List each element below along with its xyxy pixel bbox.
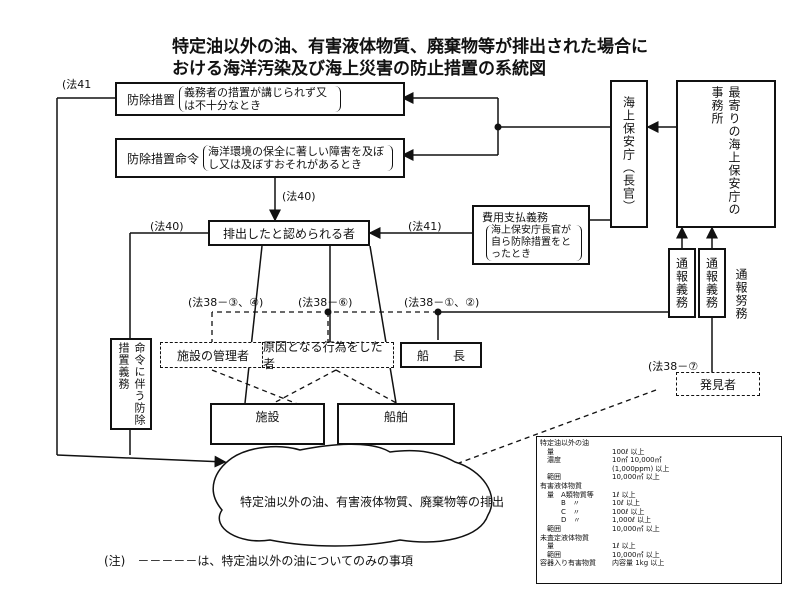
shisetsu-kanrisha-box: 施設の管理者 <box>160 342 266 368</box>
criteria-value: 1ℓ 以上 <box>612 490 636 499</box>
sencho-label: 船 長 <box>416 348 465 363</box>
criteria-value: 10,000㎡ 以上 <box>612 473 660 482</box>
haishutsu-sha-label: 排出したと認められる者 <box>222 226 355 241</box>
criteria-row: 特定油以外の油 <box>540 439 778 448</box>
criteria-value <box>612 439 778 448</box>
boshi-sochi-box: 防除措置 義務者の措置が講じられず又は不十分なとき <box>115 82 405 116</box>
haishutsu-sha-box: 排出したと認められる者 <box>208 220 370 246</box>
criteria-key: 濃度 <box>540 456 561 465</box>
criteria-value: 10,000㎡ 以上 <box>612 550 660 559</box>
criteria-value: 10,000㎡ 以上 <box>612 524 660 533</box>
law-label-38-7: (法38－⑦ <box>648 360 699 373</box>
law-label-40-mid: (法40) <box>282 190 316 203</box>
criteria-key: 範囲 <box>540 550 561 559</box>
criteria-key: 量 <box>540 542 554 551</box>
senpaku-box: 船舶 <box>337 403 455 445</box>
meirei-tomonau-box: 命令に伴う防除措置義務 <box>110 338 152 430</box>
sencho-box: 船 長 <box>400 342 482 368</box>
criteria-row: 範囲 10,000㎡ 以上 <box>540 525 778 534</box>
criteria-row: 量 A類物質等 1ℓ 以上 <box>540 491 778 500</box>
law-label-41-right: (法41) <box>408 220 442 233</box>
law-label-40-left: (法40) <box>150 220 184 233</box>
shisetsu-label: 施設 <box>255 410 280 424</box>
criteria-row: 量 1ℓ 以上 <box>540 542 778 551</box>
criteria-row: B 〃 10ℓ 以上 <box>540 499 778 508</box>
criteria-value: 100ℓ 以上 <box>612 507 645 516</box>
hiyo-shiharai-box: 費用支払義務 海上保安庁長官が自ら防除措置をとったとき <box>472 205 590 265</box>
criteria-table: 特定油以外の油 量 100ℓ 以上 濃度 10㎡ 10,000㎡(1,000ppm)… <box>536 436 782 584</box>
senpaku-label: 船舶 <box>383 410 408 424</box>
law-label-38-34: (法38－③、④) <box>188 296 264 309</box>
criteria-row: 範囲 10,000㎡ 以上 <box>540 473 778 482</box>
criteria-row: D 〃 1,000ℓ 以上 <box>540 516 778 525</box>
tsuho-gimu-box-1: 通報義務 <box>668 248 696 318</box>
criteria-key: 有害液体物質 <box>540 481 582 490</box>
boshi-meirei-label: 防除措置命令 <box>127 151 200 166</box>
title-line-2: おける海洋汚染及び海上災害の防止措置の系統図 <box>172 59 546 79</box>
criteria-key: 量 <box>540 447 554 456</box>
criteria-row: 濃度 10㎡ 10,000㎡ <box>540 456 778 465</box>
haishutsu-cloud-label: 特定油以外の油、有害液体物質、廃棄物等の排出 <box>240 495 505 509</box>
criteria-row: 有害液体物質 <box>540 482 778 491</box>
criteria-value: 10㎡ 10,000㎡ <box>612 456 662 465</box>
criteria-row: 未査定液体物質 <box>540 534 778 543</box>
hiyo-shiharai-condition: 海上保安庁長官が自ら防除措置をとったとき <box>486 225 582 261</box>
criteria-row: 容器入り有害物質 内容量 1kg 以上 <box>540 559 778 568</box>
boshi-meirei-box: 防除措置命令 海洋環境の保全に著しい障害を及ぼし又は及ぼすおそれがあるとき <box>115 138 405 178</box>
criteria-key: 特定油以外の油 <box>540 439 589 447</box>
boshi-meirei-condition: 海洋環境の保全に著しい障害を及ぼし又は及ぼすおそれがあるとき <box>203 145 394 171</box>
criteria-key: B 〃 <box>540 499 580 508</box>
boshi-sochi-condition: 義務者の措置が講じられず又は不十分なとき <box>179 86 342 112</box>
law-label-38-6: (法38－⑥) <box>298 296 353 309</box>
boshi-sochi-label: 防除措置 <box>127 92 176 107</box>
criteria-key: C 〃 <box>540 507 580 516</box>
criteria-row: 量 100ℓ 以上 <box>540 448 778 457</box>
law-label-38-12: (法38－①、②) <box>404 296 480 309</box>
title-line-1: 特定油以外の油、有害液体物質、廃棄物等が排出された場合に <box>172 37 648 57</box>
kaijo-hoancho-label: 海上保安庁（長官） <box>621 95 636 213</box>
tsuho-domu-label-box: 通報努務 <box>733 268 750 324</box>
hakkensha-box: 発見者 <box>676 372 760 396</box>
moyori-hoancho-box: 最寄りの海上保安庁の事務所 <box>676 80 776 228</box>
criteria-key: 量 A類物質等 <box>540 490 594 499</box>
moyori-hoancho-label: 最寄りの海上保安庁の事務所 <box>710 86 741 216</box>
shisetsu-box: 施設 <box>210 403 325 445</box>
criteria-value: 1,000ℓ 以上 <box>612 516 652 525</box>
criteria-key: 容器入り有害物質 <box>540 559 596 568</box>
criteria-key: D 〃 <box>540 516 581 525</box>
criteria-value: (1,000ppm) 以上 <box>612 464 670 473</box>
tsuho-domu-label: 通報努務 <box>734 268 748 320</box>
criteria-value: 10ℓ 以上 <box>612 499 641 508</box>
meirei-tomonau-label: 命令に伴う防除措置義務 <box>117 342 146 426</box>
criteria-value: 1ℓ 以上 <box>612 542 636 551</box>
tsuho-gimu-box-2: 通報義務 <box>698 248 726 318</box>
footnote: (注) －－－－－は、特定油以外の油についてのみの事項 <box>104 554 414 568</box>
criteria-row: 範囲 10,000㎡ 以上 <box>540 551 778 560</box>
criteria-key: 未査定液体物質 <box>540 533 589 542</box>
criteria-row: (1,000ppm) 以上 <box>540 465 778 474</box>
tsuho-gimu-label-1: 通報義務 <box>674 257 689 309</box>
criteria-key: 範囲 <box>540 524 561 533</box>
law-label-41-top: (法41 <box>62 78 92 91</box>
hakkensha-label: 発見者 <box>699 377 736 392</box>
genin-koi-label: 原因となる行為をした者 <box>263 340 383 371</box>
criteria-value <box>612 534 778 543</box>
criteria-key: 範囲 <box>540 473 561 482</box>
kaijo-hoancho-box: 海上保安庁（長官） <box>610 80 648 228</box>
hiyo-shiharai-title: 費用支払義務 <box>482 211 548 224</box>
tsuho-gimu-label-2: 通報義務 <box>704 257 719 309</box>
genin-koi-box: 原因となる行為をした者 <box>262 340 394 371</box>
criteria-value <box>612 482 778 491</box>
shisetsu-kanrisha-label: 施設の管理者 <box>176 348 249 363</box>
criteria-value: 内容量 1kg 以上 <box>612 559 665 568</box>
criteria-value: 100ℓ 以上 <box>612 447 645 456</box>
criteria-row: C 〃 100ℓ 以上 <box>540 508 778 517</box>
